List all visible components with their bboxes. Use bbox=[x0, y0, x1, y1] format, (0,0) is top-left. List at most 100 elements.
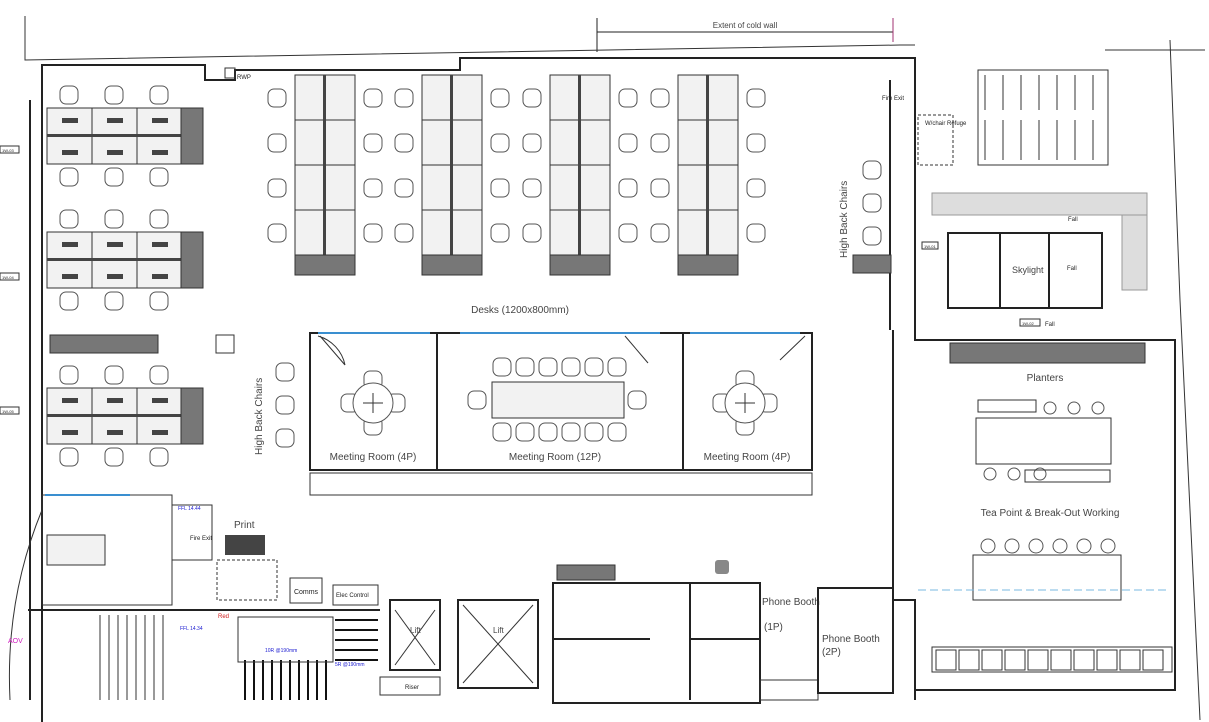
chair bbox=[490, 223, 510, 243]
monitor bbox=[152, 430, 168, 435]
desk bbox=[324, 164, 356, 211]
chair bbox=[104, 85, 124, 105]
desk bbox=[294, 119, 326, 166]
monitor bbox=[152, 242, 168, 247]
desk bbox=[549, 119, 581, 166]
chair bbox=[515, 357, 535, 377]
planter bbox=[677, 254, 739, 276]
chair bbox=[561, 422, 581, 442]
chair bbox=[363, 223, 383, 243]
planter bbox=[49, 334, 159, 354]
building-walls: RWP bbox=[8, 16, 1205, 722]
chair bbox=[490, 178, 510, 198]
desk bbox=[294, 164, 326, 211]
stool bbox=[1076, 538, 1092, 554]
monitor bbox=[62, 242, 78, 247]
desk bbox=[677, 164, 709, 211]
chair bbox=[746, 223, 766, 243]
desk bbox=[421, 119, 453, 166]
north-east-core: W/chair Refuge Fire Exit Skylight Fall F… bbox=[882, 69, 1173, 673]
chair bbox=[522, 133, 542, 153]
chair bbox=[59, 85, 79, 105]
lift-1-label: Lift bbox=[410, 626, 421, 635]
chair bbox=[59, 291, 79, 311]
desk bbox=[549, 74, 581, 121]
fire-exit-ne-label: Fire Exit bbox=[882, 96, 904, 102]
chair bbox=[607, 357, 627, 377]
desk bbox=[579, 209, 611, 256]
planters-label: Planters bbox=[1027, 373, 1064, 384]
stool bbox=[1052, 538, 1068, 554]
chair bbox=[538, 422, 558, 442]
tea-point-label: Tea Point & Break-Out Working bbox=[981, 508, 1120, 519]
chair bbox=[467, 390, 487, 410]
fall-label-3: Fall bbox=[1045, 322, 1055, 328]
chair bbox=[618, 223, 638, 243]
chair bbox=[746, 88, 766, 108]
chair bbox=[104, 365, 124, 385]
chair bbox=[104, 291, 124, 311]
furniture bbox=[46, 74, 1164, 671]
desk bbox=[707, 209, 739, 256]
chair bbox=[650, 88, 670, 108]
desk bbox=[451, 164, 483, 211]
desk-divider bbox=[47, 414, 182, 417]
desks-label: Desks (1200x800mm) bbox=[471, 305, 569, 316]
chair bbox=[538, 357, 558, 377]
planter bbox=[180, 387, 204, 445]
desk-divider bbox=[578, 75, 581, 255]
chair bbox=[862, 193, 882, 213]
riser-label: Riser bbox=[405, 685, 419, 691]
chair bbox=[267, 223, 287, 243]
chair bbox=[522, 88, 542, 108]
chair bbox=[59, 365, 79, 385]
chair bbox=[363, 88, 383, 108]
stool bbox=[1067, 401, 1081, 415]
monitor bbox=[152, 398, 168, 403]
chair bbox=[363, 133, 383, 153]
chair bbox=[149, 365, 169, 385]
chair bbox=[650, 133, 670, 153]
cabinet bbox=[1142, 649, 1164, 671]
stool bbox=[980, 538, 996, 554]
desk bbox=[421, 74, 453, 121]
cabinet bbox=[1050, 649, 1072, 671]
desk bbox=[707, 119, 739, 166]
cabinet bbox=[981, 649, 1003, 671]
desk-divider bbox=[47, 258, 182, 261]
cabinet bbox=[1096, 649, 1118, 671]
planter bbox=[180, 107, 204, 165]
meeting-room-4p-b-label: Meeting Room (4P) bbox=[704, 452, 791, 463]
aov-label: AOV bbox=[8, 638, 23, 645]
chair bbox=[627, 390, 647, 410]
chair bbox=[149, 167, 169, 187]
monitor bbox=[152, 150, 168, 155]
monitor bbox=[62, 430, 78, 435]
chair bbox=[862, 226, 882, 246]
desk bbox=[324, 74, 356, 121]
chair bbox=[59, 209, 79, 229]
stool bbox=[1033, 467, 1047, 481]
chair bbox=[104, 447, 124, 467]
desk bbox=[579, 119, 611, 166]
window-tag-1w02: 1W-02 bbox=[1022, 321, 1034, 326]
desk bbox=[294, 74, 326, 121]
chair bbox=[490, 88, 510, 108]
chair bbox=[267, 133, 287, 153]
ffl-1-label: FFL 14.44 bbox=[178, 506, 201, 512]
risers-5-label: 5R @190mm bbox=[335, 662, 365, 668]
monitor bbox=[107, 398, 123, 403]
skylight-label: Skylight bbox=[1012, 265, 1044, 275]
desk bbox=[549, 164, 581, 211]
monitor bbox=[62, 150, 78, 155]
monitor bbox=[62, 274, 78, 279]
desk bbox=[707, 74, 739, 121]
desk bbox=[579, 74, 611, 121]
cold-wall-dimension: Extent of cold wall bbox=[596, 18, 894, 52]
planter bbox=[549, 254, 611, 276]
desk-divider bbox=[706, 75, 709, 255]
ffl-2-label: FFL 14.34 bbox=[180, 626, 203, 632]
phone-booth-1p-sub: (1P) bbox=[764, 622, 783, 633]
window-tag-1w04: 1W-04 bbox=[2, 275, 14, 280]
